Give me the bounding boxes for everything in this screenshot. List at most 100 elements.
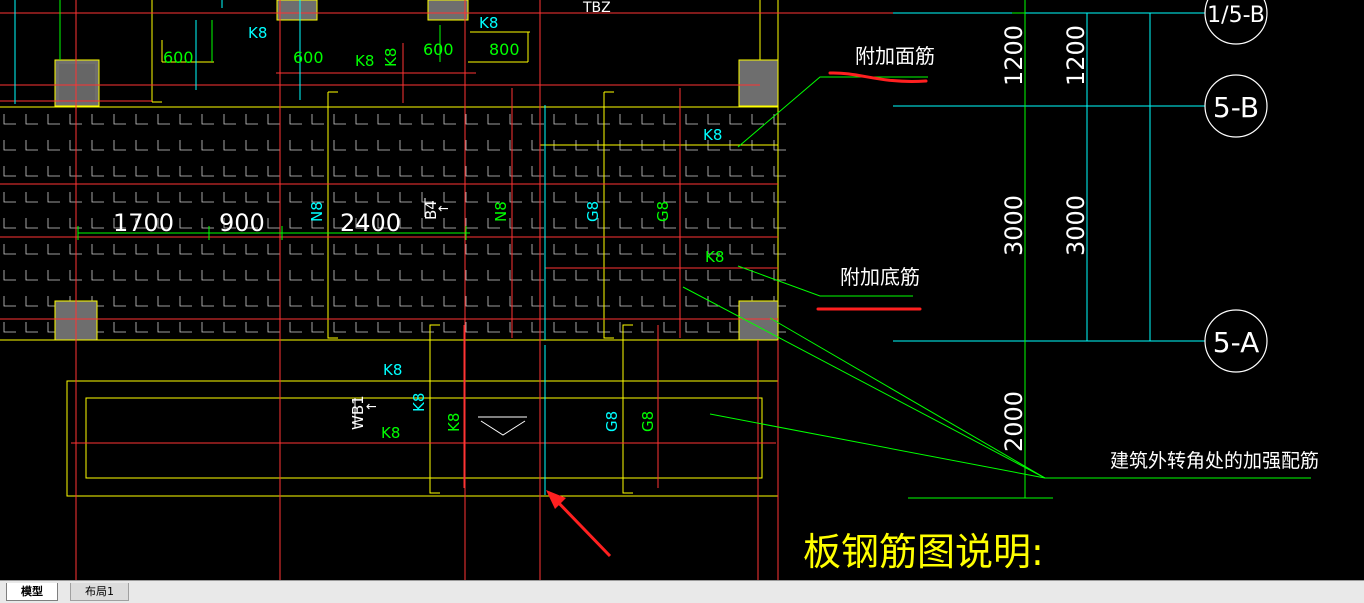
- hatch-mark: [707, 244, 720, 255]
- bar-label-k8-lower-cyan: K8: [383, 361, 402, 379]
- hatch-mark: [25, 244, 38, 255]
- hatch-mark: [619, 140, 632, 151]
- hatch-mark: [135, 270, 148, 281]
- bar-label-g8-a: G8: [584, 201, 602, 222]
- hatch-mark: [399, 166, 412, 177]
- annotation-additional-bottom-bars: 附加底筋: [840, 265, 920, 289]
- hatch-mark: [289, 270, 302, 281]
- hatch-mark: [421, 296, 434, 307]
- hatch-mark: [685, 296, 698, 307]
- hatch-mark: [25, 114, 38, 125]
- hatch-mark: [751, 244, 764, 255]
- hatch-mark: [245, 322, 258, 333]
- hatch-mark: [333, 244, 346, 255]
- hatch-mark: [443, 244, 456, 255]
- hatch-mark: [487, 166, 500, 177]
- hatch-mark: [751, 218, 764, 229]
- bar-label-k8-right-lower: K8: [705, 248, 724, 266]
- hatch-mark: [663, 140, 676, 151]
- hatch-mark: [223, 140, 236, 151]
- tab-model[interactable]: 模型: [6, 583, 58, 601]
- hatch-mark: [311, 322, 324, 333]
- hatch-mark: [399, 114, 412, 125]
- hatch-mark: [487, 218, 500, 229]
- hatch-mark: [223, 296, 236, 307]
- hatch-mark: [377, 270, 390, 281]
- white-lines: [354, 198, 527, 436]
- hatch-mark: [311, 270, 324, 281]
- slab-label-b4-arrow: ↑: [437, 203, 452, 214]
- hatch-mark: [201, 244, 214, 255]
- hatch-mark: [91, 192, 104, 203]
- hatch-mark: [509, 218, 522, 229]
- hatch-mark: [69, 166, 82, 177]
- hatch-mark: [333, 322, 346, 333]
- hatch-mark: [773, 114, 786, 125]
- hatch-mark: [223, 114, 236, 125]
- hatch-mark: [421, 218, 434, 229]
- hatch-mark: [157, 296, 170, 307]
- hatch-mark: [289, 166, 302, 177]
- hatch-mark: [69, 270, 82, 281]
- hatch-mark: [443, 322, 456, 333]
- hatch-mark: [575, 322, 588, 333]
- hatch-mark: [443, 114, 456, 125]
- hatch-mark: [311, 192, 324, 203]
- hatch-mark: [47, 192, 60, 203]
- hatch-mark: [223, 218, 236, 229]
- hatch-mark: [223, 244, 236, 255]
- hatch-mark: [597, 296, 610, 307]
- hatch-mark: [421, 322, 434, 333]
- cad-drawing-canvas[interactable]: 1/5-B 5-B 5-A 600 600 600 800 TBZ K8 K8 …: [0, 0, 1364, 580]
- bar-label-k8-top-right: K8: [479, 14, 498, 32]
- hatch-mark: [597, 114, 610, 125]
- hatch-mark: [267, 296, 280, 307]
- hatch-mark: [179, 296, 192, 307]
- hatch-mark: [773, 140, 786, 151]
- markup-arrow: [546, 490, 612, 558]
- hatch-mark: [663, 192, 676, 203]
- hatch-mark: [421, 244, 434, 255]
- hatch-mark: [641, 166, 654, 177]
- hatch-mark: [47, 218, 60, 229]
- hatch-mark: [91, 270, 104, 281]
- bar-label-k8-top-vertical: K8: [382, 48, 400, 67]
- hatch-mark: [509, 322, 522, 333]
- hatch-mark: [553, 140, 566, 151]
- hatch-mark: [267, 166, 280, 177]
- hatch-mark: [641, 192, 654, 203]
- hatch-mark: [377, 192, 390, 203]
- bar-label-k8-top-green: K8: [355, 52, 374, 70]
- hatch-mark: [707, 192, 720, 203]
- hatch-mark: [707, 140, 720, 151]
- hatch-mark: [25, 140, 38, 151]
- hatch-mark: [179, 270, 192, 281]
- hatch-mark: [641, 114, 654, 125]
- tab-layout1[interactable]: 布局1: [70, 583, 129, 601]
- slab-hatch: [3, 114, 786, 333]
- hatch-mark: [773, 166, 786, 177]
- hatch-mark: [597, 322, 610, 333]
- hatch-mark: [3, 166, 16, 177]
- hatch-mark: [553, 114, 566, 125]
- dim-800: 800: [489, 40, 520, 59]
- hatch-mark: [69, 114, 82, 125]
- hatch-mark: [25, 296, 38, 307]
- hatch-mark: [113, 296, 126, 307]
- hatch-mark: [245, 114, 258, 125]
- hatch-mark: [531, 244, 544, 255]
- hatch-mark: [223, 166, 236, 177]
- hatch-mark: [421, 192, 434, 203]
- hatch-mark: [707, 166, 720, 177]
- hatch-mark: [575, 218, 588, 229]
- bar-label-k8-right-upper: K8: [703, 126, 722, 144]
- hatch-mark: [245, 192, 258, 203]
- hatch-mark: [355, 166, 368, 177]
- hatch-mark: [201, 296, 214, 307]
- hatch-mark: [509, 192, 522, 203]
- green-lines: [59, 0, 1311, 499]
- dim-1200-b: 1200: [1062, 25, 1090, 86]
- hatch-mark: [245, 270, 258, 281]
- hatch-mark: [663, 218, 676, 229]
- hatch-mark: [91, 166, 104, 177]
